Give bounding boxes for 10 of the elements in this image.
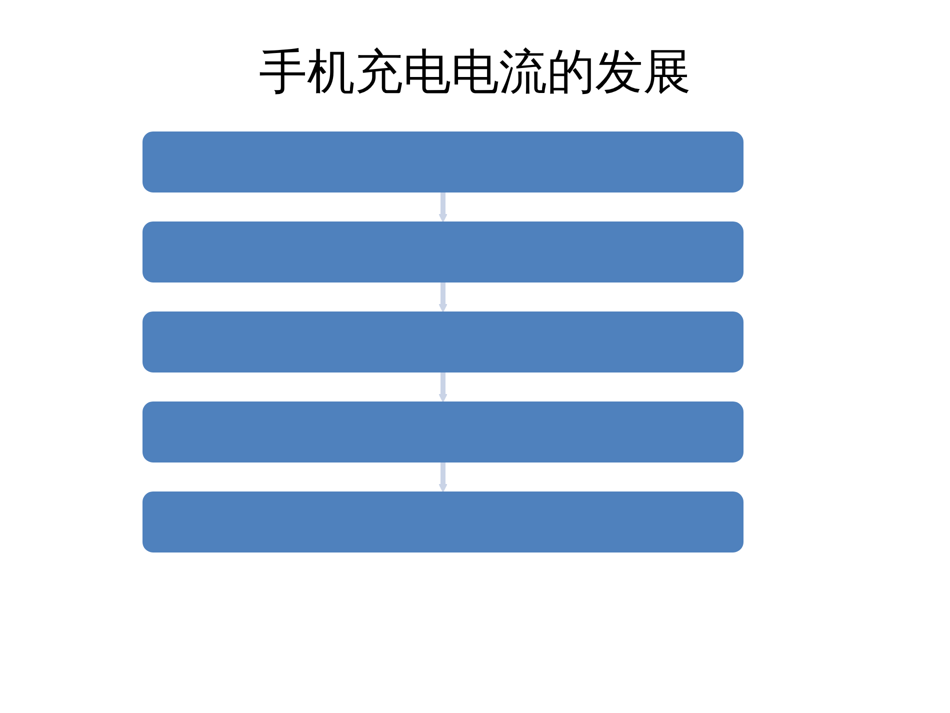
node-box [142,132,744,192]
node-box [142,492,744,552]
arrow [438,192,448,222]
arrow [438,462,448,492]
arrow [438,372,448,402]
node-box [142,222,744,282]
arrow [438,282,448,312]
node-box [142,402,744,462]
node-box [142,312,744,372]
diagram-title: 手机充电电流的发展 [258,43,692,102]
